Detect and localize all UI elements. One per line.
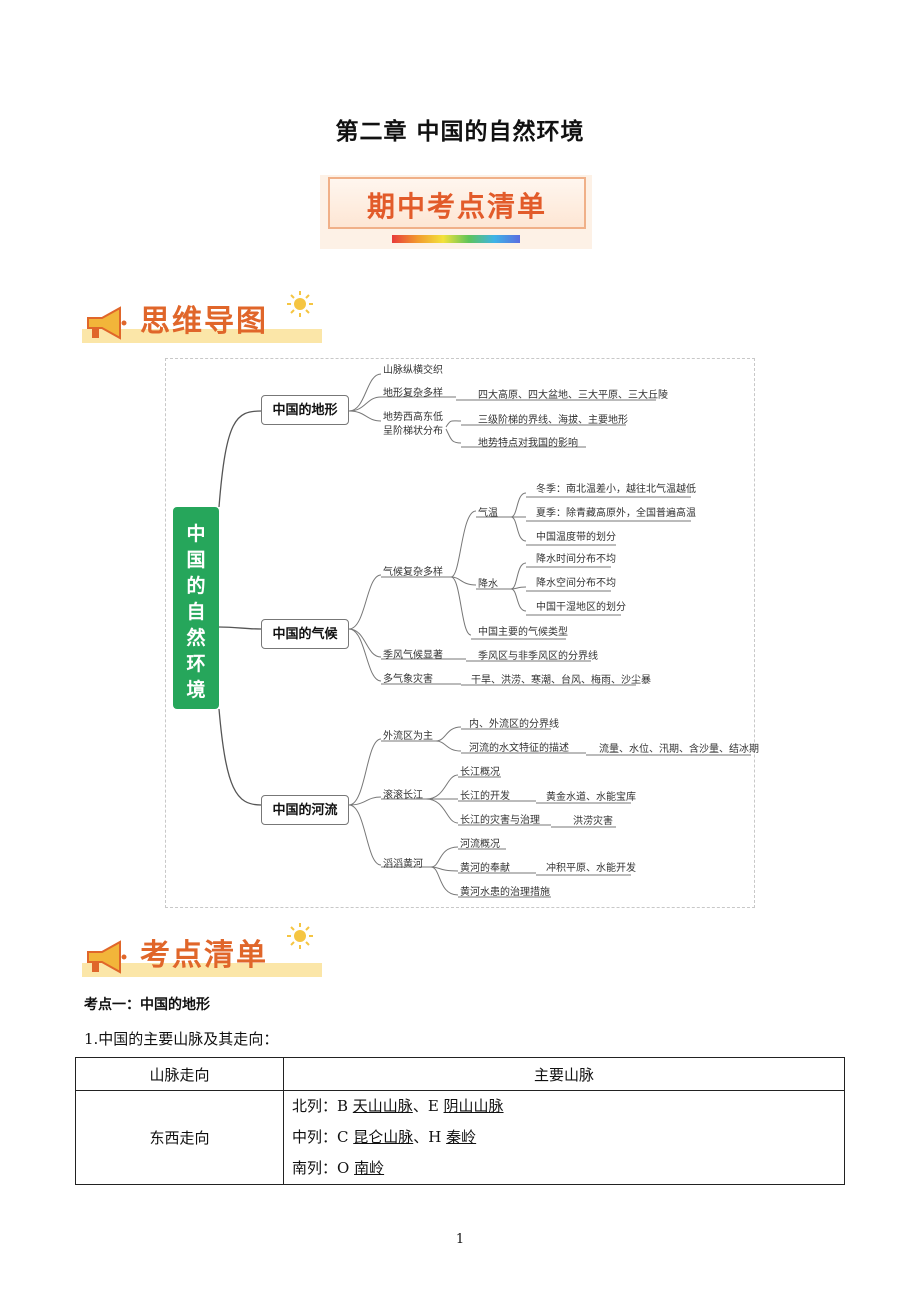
mountain-name: 秦岭 [446, 1128, 477, 1146]
node-text: 降水空间分布不均 [536, 578, 616, 589]
node-text: 夏季：除青藏高原外，全国普遍高温 [536, 508, 696, 519]
node-text: 中国干湿地区的划分 [536, 602, 626, 613]
node-text: 冲积平原、水能开发 [546, 863, 636, 874]
table-header: 主要山脉 [283, 1057, 845, 1091]
table-row: 东西走向 北列：B 天山山脉、E 阴山山脉 中列：C 昆仑山脉、H 秦岭 南列：… [75, 1090, 845, 1185]
root-char: 中 [186, 523, 206, 545]
node-text: 滔滔黄河 [383, 859, 423, 870]
node-text: 长江概况 [460, 767, 500, 778]
table-header-row: 山脉走向 主要山脉 [75, 1057, 845, 1091]
mind-map-root: 中 国 的 自 然 环 境 [173, 507, 219, 709]
banner-box: 期中考点清单 [328, 177, 586, 229]
node-terrain: 中国的地形 [261, 395, 349, 425]
section-header-checklist: 考点清单 [82, 923, 322, 980]
node-rivers: 中国的河流 [261, 795, 349, 825]
root-char: 国 [186, 549, 206, 571]
node-text: 黄河水患的治理措施 [460, 887, 550, 898]
mind-map: 中 国 的 自 然 环 境 中国的地形 中国的气候 中国的河流 山脉纵横交织 地… [165, 358, 759, 908]
section-header-mindmap: 思维导图 [82, 291, 322, 346]
line-prefix: 南列：O [292, 1159, 355, 1177]
root-char: 境 [186, 679, 206, 701]
node-text: 四大高原、四大盆地、三大平原、三大丘陵 [478, 390, 668, 401]
banner: 期中考点清单 [320, 175, 592, 249]
node-text: 降水时间分布不均 [536, 554, 616, 565]
node-text: 季风区与非季风区的分界线 [478, 651, 598, 662]
sun-icon [287, 291, 313, 317]
node-text: 洪涝灾害 [573, 816, 613, 827]
mountain-line: 北列：B 天山山脉、E 阴山山脉 [284, 1091, 844, 1122]
node-text: 呈阶梯状分布 [383, 426, 443, 437]
node-text: 黄河的奉献 [460, 863, 510, 874]
mountain-name: 阴山山脉 [443, 1097, 504, 1115]
node-text: 流量、水位、汛期、含沙量、结冰期 [599, 744, 759, 755]
root-char: 自 [186, 601, 206, 623]
line-separator: 、H [413, 1128, 447, 1146]
node-text: 地势特点对我国的影响 [478, 438, 578, 449]
mountains-table: 山脉走向 主要山脉 东西走向 北列：B 天山山脉、E 阴山山脉 中列：C 昆仑山… [75, 1057, 845, 1185]
key-point-title: 考点一：中国的地形 [84, 997, 210, 1013]
node-text: 干旱、洪涝、寒潮、台风、梅雨、沙尘暴 [471, 675, 651, 686]
table-header: 山脉走向 [75, 1057, 284, 1091]
line-prefix: 北列：B [292, 1097, 353, 1115]
node-text: 中国主要的气候类型 [478, 627, 568, 638]
megaphone-icon [87, 306, 127, 340]
node-text: 冬季：南北温差小，越往北气温越低 [536, 484, 696, 495]
node-text: 气候复杂多样 [383, 567, 443, 578]
mountain-line: 南列：O 南岭 [284, 1153, 844, 1184]
table-cell: 北列：B 天山山脉、E 阴山山脉 中列：C 昆仑山脉、H 秦岭 南列：O 南岭 [283, 1090, 845, 1185]
sun-icon [287, 923, 313, 949]
node-text: 地势西高东低 [383, 412, 443, 423]
chapter-title: 第二章 中国的自然环境 [335, 119, 585, 145]
line-prefix: 中列：C [292, 1128, 354, 1146]
node-text: 气温 [478, 508, 498, 519]
rainbow-bar [392, 235, 520, 243]
node-text: 外流区为主 [383, 731, 433, 742]
mountain-name: 天山山脉 [352, 1097, 413, 1115]
line-separator: 、E [412, 1097, 444, 1115]
mountain-line: 中列：C 昆仑山脉、H 秦岭 [284, 1122, 844, 1153]
header-band [82, 963, 322, 977]
megaphone-icon [87, 940, 127, 974]
node-text: 三级阶梯的界线、海拔、主要地形 [478, 415, 628, 426]
root-char: 环 [186, 653, 206, 675]
node-text: 山脉纵横交织 [383, 365, 443, 376]
node-climate: 中国的气候 [261, 619, 349, 649]
node-text: 降水 [478, 579, 498, 590]
root-char: 然 [186, 627, 206, 649]
node-text: 滚滚长江 [383, 790, 423, 801]
node-text: 长江的开发 [460, 791, 510, 802]
section-title: 思维导图 [140, 304, 268, 339]
node-text: 河流概况 [460, 839, 500, 850]
mountain-name: 昆仑山脉 [353, 1128, 414, 1146]
table-cell: 东西走向 [75, 1090, 284, 1185]
mind-map-connectors [218, 373, 751, 898]
node-text: 中国温度带的划分 [536, 532, 616, 543]
page-number: 1 [455, 1232, 465, 1247]
mountain-name: 南岭 [354, 1159, 385, 1177]
root-char: 的 [186, 575, 206, 597]
node-text: 长江的灾害与治理 [460, 815, 540, 826]
node-text: 河流的水文特征的描述 [469, 743, 569, 754]
key-point-subtitle: 1.中国的主要山脉及其走向： [84, 1030, 279, 1048]
section-title: 考点清单 [140, 938, 268, 973]
node-text: 黄金水道、水能宝库 [546, 792, 636, 803]
node-text: 季风气候显著 [383, 650, 443, 661]
banner-title: 期中考点清单 [366, 190, 547, 223]
node-text: 地形复杂多样 [383, 388, 443, 399]
node-text: 多气象灾害 [383, 674, 433, 685]
node-text: 内、外流区的分界线 [469, 719, 559, 730]
header-band [82, 329, 322, 343]
